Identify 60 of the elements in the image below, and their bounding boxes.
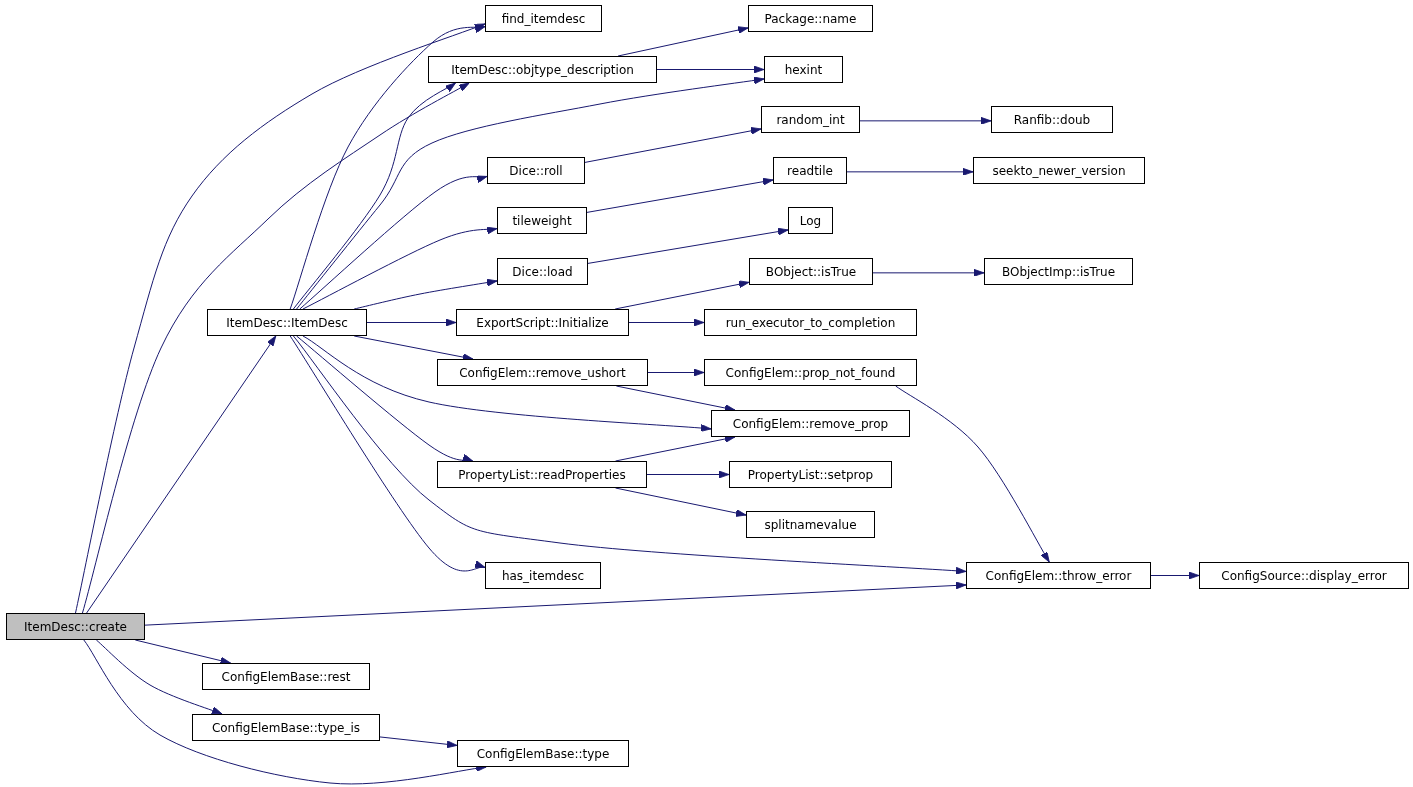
- call-arrow: [646, 470, 730, 479]
- function-box: Dice::load: [497, 258, 588, 285]
- function-box: ConfigElem::prop_not_found: [704, 359, 917, 386]
- function-box: Log: [788, 207, 833, 234]
- call-arrow: [302, 226, 498, 310]
- function-box: BObject::isTrue: [749, 258, 873, 285]
- function-box: ConfigSource::display_error: [1199, 562, 1409, 589]
- function-box: ConfigElem::remove_prop: [711, 410, 910, 437]
- function-box: Dice::roll: [487, 157, 585, 184]
- function-box: PropertyList::readProperties: [437, 461, 647, 488]
- call-arrow: [134, 639, 232, 665]
- function-box: Ranfib::doub: [991, 106, 1113, 133]
- function-box: ConfigElemBase::type: [457, 740, 629, 767]
- function-box: seekto_newer_version: [973, 157, 1145, 184]
- call-arrow: [859, 116, 992, 125]
- function-box: ConfigElemBase::rest: [202, 663, 370, 690]
- call-arrow: [292, 335, 967, 575]
- function-box: BObjectImp::isTrue: [984, 258, 1133, 285]
- call-arrow: [615, 435, 736, 462]
- function-box: ConfigElem::remove_ushort: [437, 359, 648, 386]
- call-arrow: [617, 26, 749, 57]
- call-arrow: [292, 82, 456, 310]
- call-arrow: [86, 335, 277, 614]
- call-arrow: [302, 335, 712, 432]
- call-arrow: [584, 127, 762, 163]
- function-box: splitnamevalue: [746, 511, 875, 538]
- call-arrow: [846, 167, 974, 176]
- call-arrow: [872, 268, 985, 277]
- function-box: PropertyList::setprop: [729, 461, 892, 488]
- call-arrow: [586, 177, 774, 213]
- call-arrow: [296, 335, 474, 463]
- call-arrow: [289, 335, 486, 572]
- function-box: ConfigElem::throw_error: [966, 562, 1151, 589]
- function-box: Package::name: [748, 5, 873, 32]
- function-box: hexint: [764, 56, 843, 83]
- call-arrow: [83, 639, 487, 785]
- call-arrow: [647, 368, 705, 377]
- function-box: ItemDesc::create: [6, 613, 145, 640]
- call-arrow: [587, 227, 789, 264]
- call-arrow: [615, 487, 747, 517]
- call-arrow: [296, 76, 765, 310]
- function-box: find_itemdesc: [485, 5, 602, 32]
- call-arrow: [656, 65, 765, 74]
- function-box: tileweight: [497, 207, 587, 234]
- function-box: ConfigElemBase::type_is: [192, 714, 380, 741]
- function-box: ItemDesc::objtype_description: [428, 56, 657, 83]
- call-arrow: [289, 24, 486, 310]
- function-box: has_itemdesc: [485, 562, 601, 589]
- call-arrow: [895, 385, 1050, 563]
- call-arrow: [366, 318, 457, 327]
- function-box: ExportScript::Initialize: [456, 309, 629, 336]
- function-box: run_executor_to_completion: [704, 309, 917, 336]
- call-arrow: [353, 278, 498, 310]
- call-arrow: [95, 639, 223, 715]
- call-arrow: [299, 174, 488, 310]
- call-arrow: [1150, 571, 1200, 580]
- function-box: random_int: [761, 106, 860, 133]
- call-arrow: [628, 318, 705, 327]
- function-box: readtile: [773, 157, 847, 184]
- function-box: ItemDesc::ItemDesc: [207, 309, 367, 336]
